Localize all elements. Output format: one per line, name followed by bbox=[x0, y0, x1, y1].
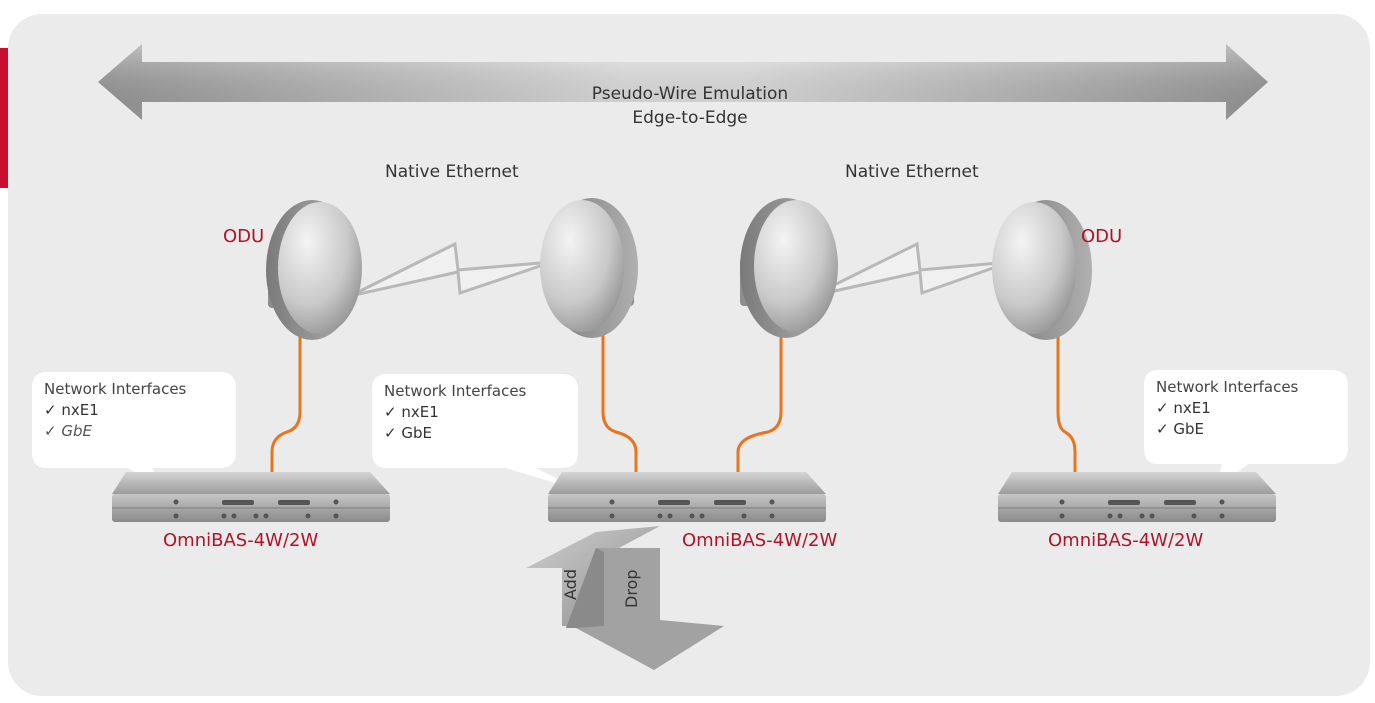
cable-connections bbox=[270, 318, 1077, 474]
odu-label-left: ODU bbox=[223, 226, 265, 247]
add-label: Add bbox=[561, 569, 580, 600]
double-arrow-icon bbox=[98, 44, 1268, 120]
device-label-center: OmniBAS-4W/2W bbox=[682, 530, 838, 551]
dish-antenna-icon bbox=[266, 200, 362, 340]
bubble-title: Network Interfaces bbox=[44, 380, 187, 398]
speech-bubble-left bbox=[32, 372, 236, 494]
odu-label-right: ODU bbox=[1081, 226, 1123, 247]
speech-bubble-center bbox=[372, 374, 584, 492]
side-tab-marker bbox=[0, 48, 8, 188]
bubble-item: ✓ GbE bbox=[44, 422, 92, 440]
drop-label: Drop bbox=[622, 570, 641, 609]
dish-antenna-icon bbox=[540, 198, 638, 338]
device-label-right: OmniBAS-4W/2W bbox=[1048, 530, 1204, 551]
bubble-left-content: Network Interfaces ✓ nxE1 ✓ GbE bbox=[44, 380, 186, 440]
dish-antenna-icon bbox=[992, 200, 1092, 340]
bubble-title: Network Interfaces bbox=[1156, 378, 1299, 396]
bubble-item: ✓ nxE1 bbox=[384, 403, 439, 421]
bubble-item: ✓ nxE1 bbox=[44, 401, 99, 419]
add-drop-arrows-icon bbox=[526, 526, 724, 670]
device-label-left: OmniBAS-4W/2W bbox=[163, 530, 319, 551]
bubble-item: ✓ nxE1 bbox=[1156, 399, 1211, 417]
omnibas-device-icon bbox=[112, 472, 390, 522]
bubble-right-content: Network Interfaces ✓ nxE1 ✓ GbE bbox=[1156, 378, 1298, 438]
background-panel bbox=[8, 14, 1370, 696]
dish-antenna-icon bbox=[740, 198, 838, 338]
bubble-item: ✓ GbE bbox=[1156, 420, 1204, 438]
native-ethernet-left: Native Ethernet bbox=[385, 162, 519, 182]
native-ethernet-right: Native Ethernet bbox=[845, 162, 979, 182]
bubble-item: ✓ GbE bbox=[384, 424, 432, 442]
title-line-1: Pseudo-Wire Emulation bbox=[591, 84, 789, 104]
speech-bubble-right bbox=[1144, 370, 1348, 492]
bubble-title: Network Interfaces bbox=[384, 382, 527, 400]
omnibas-device-icon bbox=[998, 472, 1276, 522]
bubble-center-content: Network Interfaces ✓ nxE1 ✓ GbE bbox=[384, 382, 526, 442]
diagram-title: Pseudo-Wire Emulation Edge-to-Edge bbox=[560, 82, 820, 130]
title-line-2: Edge-to-Edge bbox=[632, 108, 748, 128]
omnibas-device-icon bbox=[548, 472, 826, 522]
